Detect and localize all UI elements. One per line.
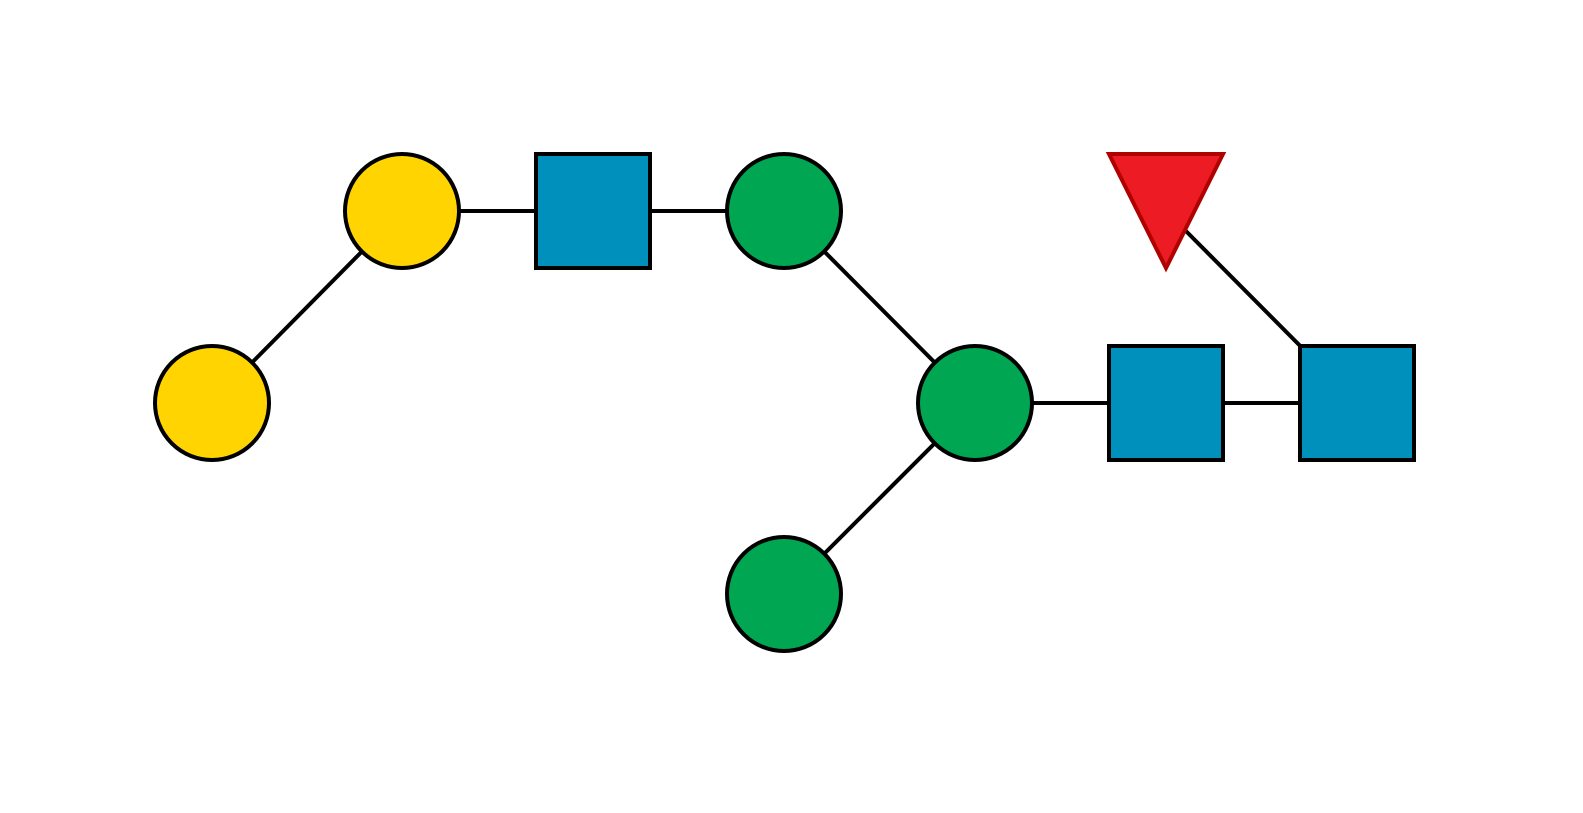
red-triangle-icon <box>1105 152 1227 273</box>
yellow-circle-icon <box>343 152 461 270</box>
blue-square-icon <box>534 152 652 270</box>
green-circle-icon <box>916 344 1034 462</box>
green-circle-icon <box>725 535 843 653</box>
yellow-circle-icon <box>153 344 271 462</box>
blue-square-icon <box>1298 344 1416 462</box>
green-circle-icon <box>725 152 843 270</box>
residues-layer <box>153 152 1416 653</box>
blue-square-icon <box>1107 344 1225 462</box>
